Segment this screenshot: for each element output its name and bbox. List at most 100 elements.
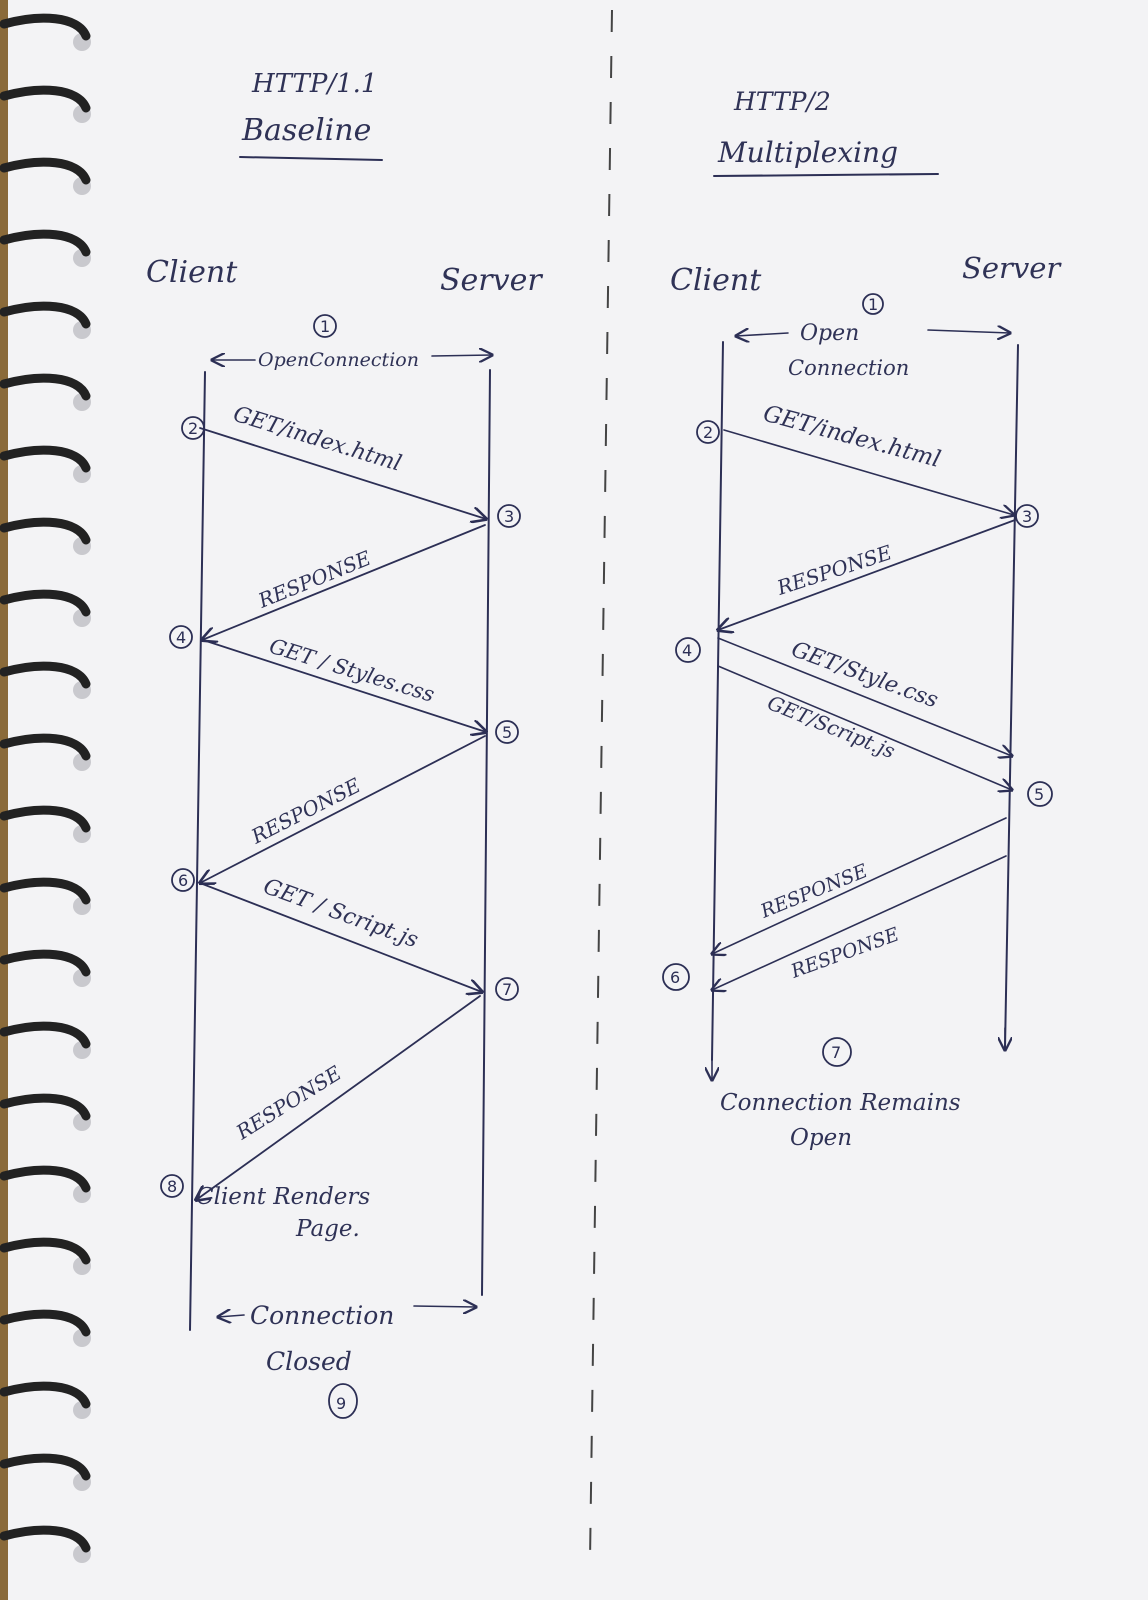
- binding-ring: [0, 661, 91, 689]
- right-client-label: Client: [670, 263, 762, 298]
- binding-ring: [0, 301, 91, 329]
- svg-text:6: 6: [670, 968, 680, 987]
- right-open-arrow-right: [927, 330, 1010, 333]
- left-closed-arrow-right: [413, 1306, 476, 1307]
- left-msg-6-arrow: [196, 995, 481, 1200]
- left-step-2: 2: [181, 416, 205, 440]
- left-msg-4-arrow: [200, 735, 486, 883]
- binding-ring: [0, 1093, 91, 1121]
- right-panel: HTTP/2 Multiplexing Client Server 1 Open…: [662, 87, 1062, 1151]
- left-msg-2-arrow: [202, 524, 486, 640]
- svg-text:1: 1: [320, 317, 330, 336]
- binding-ring: [0, 949, 91, 977]
- binding-ring: [0, 157, 91, 185]
- right-title-underline: [713, 173, 939, 177]
- right-title-line2: Multiplexing: [717, 136, 898, 169]
- binding-ring: [0, 517, 91, 545]
- right-msg-5-label: RESPONSE: [757, 860, 871, 923]
- binding-ring: [0, 1237, 91, 1265]
- right-open-arrow-left: [736, 333, 789, 336]
- svg-text:5: 5: [502, 723, 512, 742]
- svg-text:3: 3: [504, 507, 514, 526]
- right-step-5: 5: [1027, 781, 1053, 807]
- left-server-lifeline: [481, 369, 491, 1296]
- right-msg-6-arrow: [712, 855, 1007, 990]
- svg-text:6: 6: [178, 871, 188, 890]
- right-step-1: 1: [862, 293, 884, 315]
- svg-text:4: 4: [682, 641, 692, 660]
- right-msg-2-arrow: [718, 519, 1016, 630]
- right-step-6: 6: [662, 963, 690, 991]
- left-step-4: 4: [169, 625, 193, 649]
- right-open-line2: Connection: [788, 356, 909, 380]
- right-title-line1: HTTP/2: [733, 87, 831, 116]
- left-msg-1-arrow: [199, 427, 486, 519]
- binding-ring: [0, 1309, 91, 1337]
- right-remains-line2: Open: [790, 1125, 852, 1151]
- left-step-7: 7: [495, 977, 519, 1001]
- svg-text:4: 4: [176, 628, 186, 647]
- binding-ring: [0, 1453, 91, 1481]
- svg-text:2: 2: [703, 423, 713, 442]
- left-client-lifeline: [189, 371, 206, 1331]
- right-server-lifeline: [1004, 344, 1019, 1049]
- left-step-8: 8: [160, 1174, 184, 1198]
- left-msg-3-arrow: [202, 639, 486, 732]
- right-remains-line1: Connection Remains: [720, 1090, 961, 1116]
- spiral-binding: [0, 0, 91, 1600]
- left-msg-4-label: RESPONSE: [246, 773, 364, 849]
- binding-ring: [0, 1381, 91, 1409]
- svg-text:2: 2: [188, 419, 198, 438]
- left-render-line2: Page.: [295, 1216, 360, 1242]
- left-render-line1: Client Renders: [196, 1184, 370, 1210]
- binding-ring: [0, 1021, 91, 1049]
- binding-ring: [0, 1525, 91, 1553]
- binding-strip: [0, 0, 8, 1600]
- binding-ring: [0, 1165, 91, 1193]
- right-open-line1: Open: [800, 321, 859, 346]
- binding-ring: [0, 733, 91, 761]
- left-server-label: Server: [440, 263, 543, 298]
- svg-text:5: 5: [1034, 785, 1044, 804]
- left-client-label: Client: [146, 255, 238, 290]
- svg-text:3: 3: [1022, 507, 1032, 526]
- binding-ring: [0, 877, 91, 905]
- right-step-2: 2: [696, 420, 720, 444]
- left-open-label: OpenConnection: [258, 349, 419, 371]
- left-step-1: 1: [313, 314, 337, 338]
- svg-text:7: 7: [502, 980, 512, 999]
- binding-ring: [0, 373, 91, 401]
- binding-ring: [0, 229, 91, 257]
- right-msg-3-arrow: [717, 637, 1012, 756]
- left-closed-line1: Connection: [250, 1301, 394, 1330]
- svg-text:1: 1: [868, 295, 878, 314]
- right-server-label: Server: [962, 251, 1062, 285]
- left-open-arrow-right: [431, 355, 492, 356]
- left-step-5: 5: [495, 720, 519, 744]
- binding-ring: [0, 805, 91, 833]
- left-closed-arrow-left: [218, 1315, 245, 1317]
- right-msg-1-label: GET/index.html: [760, 401, 943, 473]
- right-msg-6-label: RESPONSE: [787, 923, 902, 983]
- left-step-6: 6: [171, 868, 195, 892]
- binding-ring: [0, 85, 91, 113]
- left-msg-3-label: GET / Styles.css: [267, 634, 438, 707]
- right-step-4: 4: [675, 637, 701, 663]
- left-msg-2-label: RESPONSE: [254, 546, 375, 613]
- left-msg-6-label: RESPONSE: [231, 1061, 346, 1145]
- right-client-lifeline: [711, 341, 724, 1061]
- left-msg-5-arrow: [199, 882, 482, 992]
- left-msg-5-label: GET / Script.js: [260, 874, 421, 953]
- left-title-underline: [239, 156, 383, 161]
- binding-ring: [0, 589, 91, 617]
- left-title-line2: Baseline: [241, 113, 371, 148]
- left-panel: HTTP/1.1 Baseline Client Server 1 OpenCo…: [146, 69, 543, 1419]
- left-title-line1: HTTP/1.1: [251, 69, 377, 99]
- right-msg-4-arrow: [717, 665, 1012, 790]
- svg-text:9: 9: [336, 1394, 346, 1413]
- right-step-7: 7: [822, 1037, 852, 1067]
- right-step-3: 3: [1015, 504, 1039, 528]
- left-step-9: 9: [328, 1383, 358, 1419]
